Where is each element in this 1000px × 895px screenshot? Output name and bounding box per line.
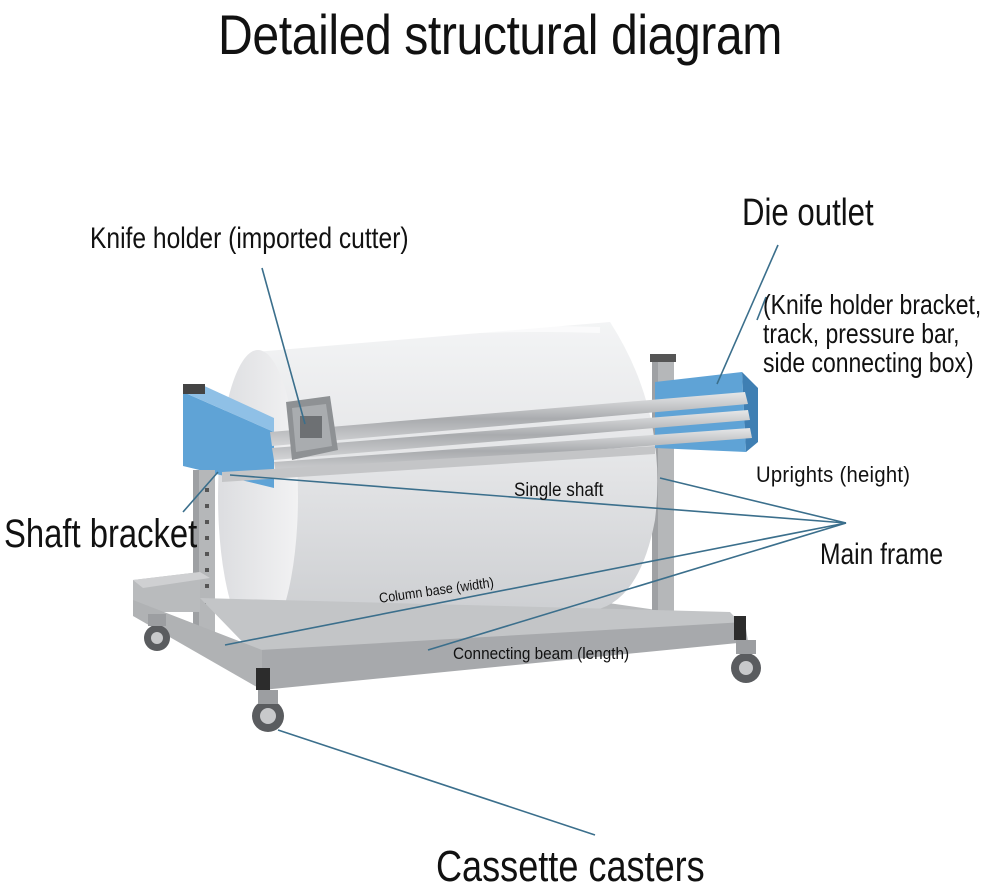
label-die-outlet: Die outlet: [742, 192, 874, 234]
label-uprights: Uprights (height): [756, 462, 911, 487]
left-bracket: [183, 384, 274, 488]
leader-knife-holder: [261, 267, 306, 425]
label-single-shaft: Single shaft: [514, 480, 604, 501]
leader-die-outlet-note: [756, 296, 767, 321]
label-cassette-casters: Cassette casters: [436, 842, 705, 891]
base-frame: [133, 572, 748, 690]
leader-frame-1: [229, 474, 847, 524]
leader-frame-2: [659, 477, 847, 524]
caster-front-left: [252, 668, 284, 732]
leader-casters: [277, 729, 596, 836]
label-shaft-bracket: Shaft bracket: [4, 512, 198, 556]
label-connecting-beam: Connecting beam (length): [453, 644, 630, 663]
label-knife-holder: Knife holder (imported cutter): [90, 222, 409, 255]
label-die-outlet-note-line-3: side connecting box): [763, 347, 974, 378]
diagram-title: Detailed structural diagram: [218, 3, 782, 66]
leader-lines: [182, 244, 847, 836]
label-die-outlet-note-line-1: (Knife holder bracket,: [763, 289, 982, 320]
leader-die-outlet: [716, 244, 779, 385]
leader-frame-3: [224, 522, 847, 646]
label-main-frame: Main frame: [820, 538, 944, 571]
leader-shaft-bracket: [182, 471, 219, 513]
label-die-outlet-note-line-2: track, pressure bar,: [763, 318, 960, 349]
track-rods: [222, 392, 752, 482]
caster-back-left: [144, 614, 170, 651]
caster-front-right: [731, 616, 761, 683]
knife-holder-block: [286, 396, 338, 460]
leader-frame-4: [427, 522, 847, 651]
